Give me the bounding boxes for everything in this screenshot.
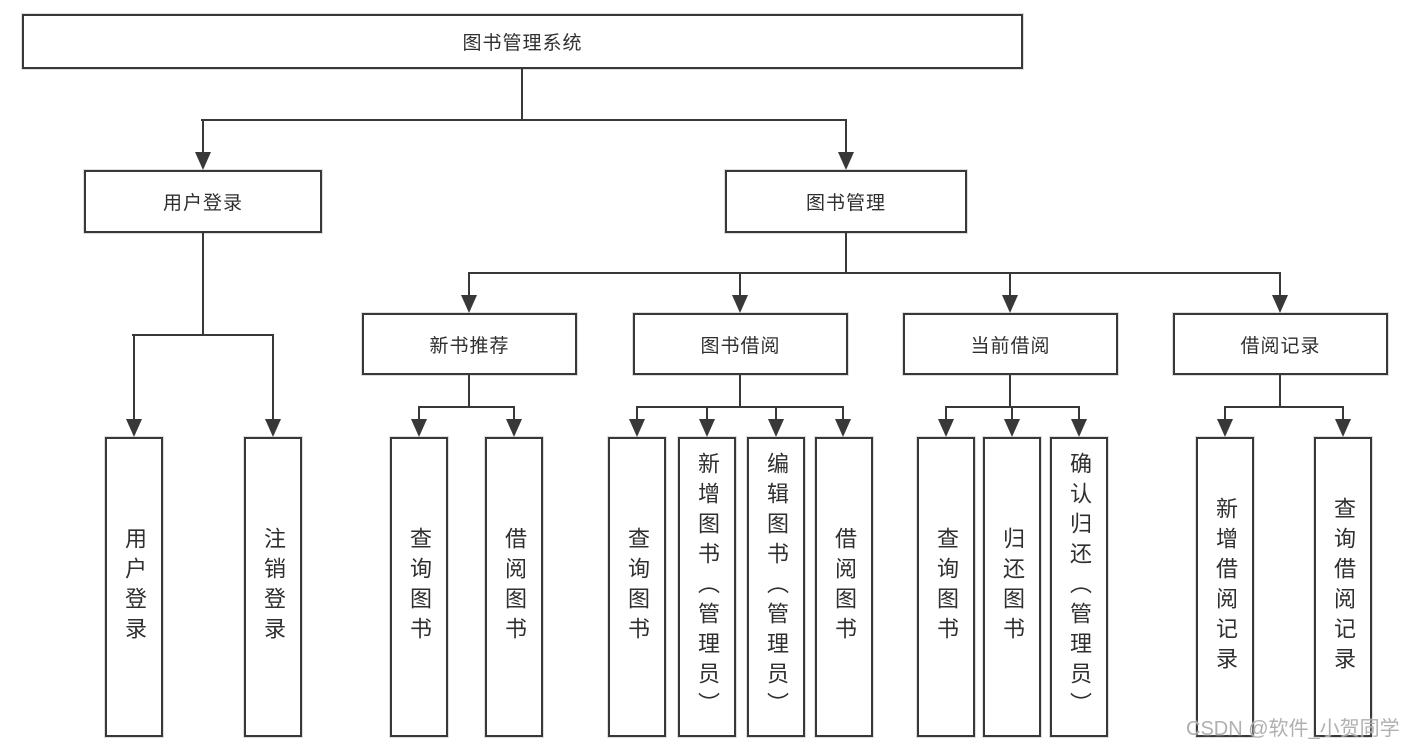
arrow-down-icon <box>838 152 854 170</box>
leaf-cb-query-book: 查询图书 <box>917 437 975 737</box>
arrow-down-icon <box>126 419 142 437</box>
node-borrow-record: 借阅记录 <box>1173 313 1388 375</box>
arrow-down-icon <box>699 419 715 437</box>
connector-shaft <box>1224 406 1226 422</box>
connector-shaft <box>1342 406 1344 422</box>
node-book-management: 图书管理 <box>725 170 967 233</box>
node-new-book-recommend: 新书推荐 <box>362 313 577 375</box>
connector-split <box>468 272 1281 274</box>
connector-root-stem <box>521 69 523 121</box>
leaf-br-add-record: 新增借阅记录 <box>1196 437 1254 737</box>
connector-stem <box>1009 375 1011 408</box>
leaf-logout: 注销登录 <box>244 437 302 737</box>
leaf-bb-add-book: 新增图书（管理员） <box>678 437 736 737</box>
leaf-nb-borrow-book: 借阅图书 <box>485 437 543 737</box>
csdn-watermark: CSDN @软件_小贺同学 <box>1186 718 1400 740</box>
connector-shaft <box>945 406 947 422</box>
arrow-down-icon <box>1002 295 1018 313</box>
arrow-down-icon <box>1071 419 1087 437</box>
connector-shaft <box>468 272 470 298</box>
arrow-down-icon <box>1272 295 1288 313</box>
arrow-down-icon <box>461 295 477 313</box>
arrow-down-icon <box>1335 419 1351 437</box>
leaf-bb-borrow-book: 借阅图书 <box>815 437 873 737</box>
arrow-down-icon <box>1004 419 1020 437</box>
node-current-borrow: 当前借阅 <box>903 313 1118 375</box>
connector-shaft <box>845 119 847 155</box>
leaf-nb-query-book: 查询图书 <box>390 437 448 737</box>
connector-shaft <box>133 334 135 422</box>
connector-shaft <box>1279 272 1281 298</box>
connector-shaft <box>1011 406 1013 422</box>
connector-split <box>418 406 515 408</box>
connector-shaft <box>1009 272 1011 298</box>
connector-shaft <box>513 406 515 422</box>
connector-shaft <box>636 406 638 422</box>
connector-shaft <box>272 334 274 422</box>
connector-split <box>1224 406 1344 408</box>
leaf-user-login: 用户登录 <box>105 437 163 737</box>
connector-split <box>636 406 844 408</box>
arrow-down-icon <box>732 295 748 313</box>
connector-shaft <box>739 272 741 298</box>
connector-shaft <box>202 119 204 155</box>
connector-stem <box>468 375 470 408</box>
leaf-cb-confirm-return: 确认归还（管理员） <box>1050 437 1108 737</box>
node-user-login: 用户登录 <box>84 170 322 233</box>
arrow-down-icon <box>411 419 427 437</box>
connector-split <box>132 334 274 336</box>
connector-stem <box>202 233 204 336</box>
connector-shaft <box>1078 406 1080 422</box>
arrow-down-icon <box>835 419 851 437</box>
leaf-cb-return-book: 归还图书 <box>983 437 1041 737</box>
leaf-bb-query-book: 查询图书 <box>608 437 666 737</box>
connector-shaft <box>706 406 708 422</box>
leaf-br-query-record: 查询借阅记录 <box>1314 437 1372 737</box>
leaf-bb-edit-book: 编辑图书（管理员） <box>747 437 805 737</box>
connector-shaft <box>418 406 420 422</box>
arrow-down-icon <box>195 152 211 170</box>
arrow-down-icon <box>265 419 281 437</box>
arrow-down-icon <box>938 419 954 437</box>
connector-shaft <box>842 406 844 422</box>
arrow-down-icon <box>506 419 522 437</box>
connector-stem <box>739 375 741 408</box>
connector-shaft <box>775 406 777 422</box>
node-book-borrow: 图书借阅 <box>633 313 848 375</box>
arrow-down-icon <box>629 419 645 437</box>
node-root: 图书管理系统 <box>22 14 1023 69</box>
arrow-down-icon <box>1217 419 1233 437</box>
connector-stem <box>845 233 847 274</box>
connector-root-split <box>201 119 847 121</box>
arrow-down-icon <box>768 419 784 437</box>
connector-stem <box>1279 375 1281 408</box>
